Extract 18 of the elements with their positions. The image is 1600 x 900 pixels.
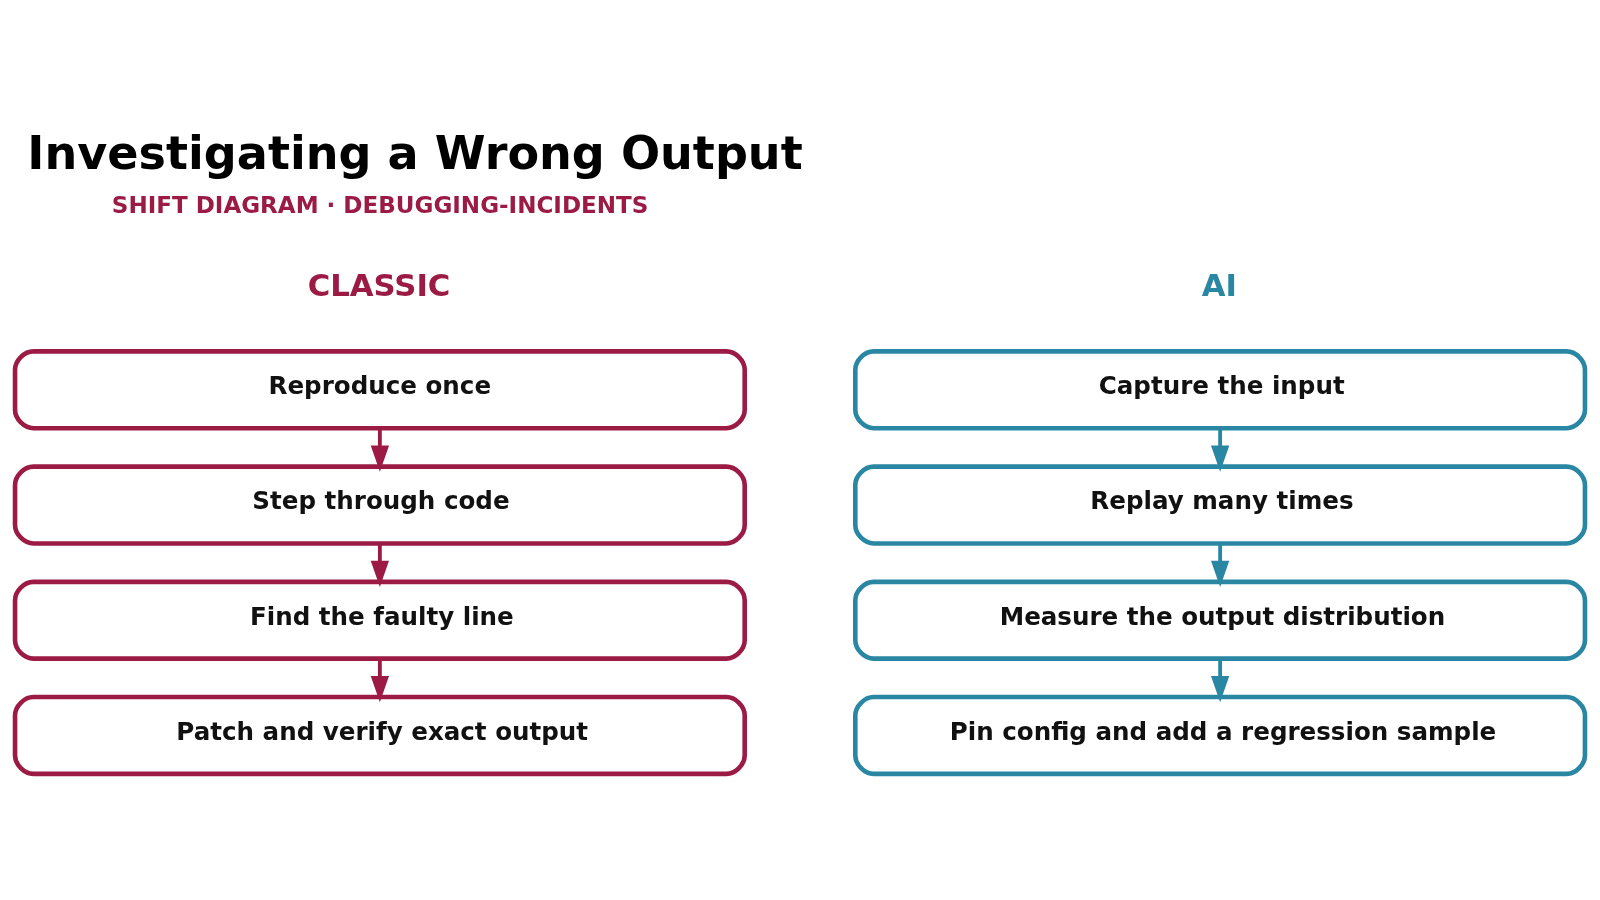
- node-box: Replay many times: [853, 463, 1588, 546]
- arrow: [1210, 658, 1230, 702]
- node-box: Pin config and add a regression sample: [853, 694, 1588, 776]
- arrow: [1210, 543, 1230, 587]
- arrow: [370, 658, 390, 702]
- arrow: [370, 428, 390, 472]
- arrow: [370, 543, 390, 587]
- arrow: [1210, 428, 1230, 472]
- node-box: Measure the output distribution: [853, 579, 1588, 661]
- label: CLASSIC: [307, 266, 451, 303]
- diagram-title: Investigating a Wrong Output: [27, 125, 803, 180]
- node-box: Reproduce once: [12, 348, 747, 431]
- node-box: Step through code: [12, 463, 747, 546]
- node-box: Capture the input: [853, 348, 1588, 431]
- node-box: Patch and verify exact output: [12, 694, 747, 776]
- label: AI: [1201, 266, 1237, 303]
- label: SHIFT DIAGRAM · DEBUGGING-INCIDENTS: [111, 191, 649, 218]
- node-box: Find the faulty line: [12, 579, 747, 661]
